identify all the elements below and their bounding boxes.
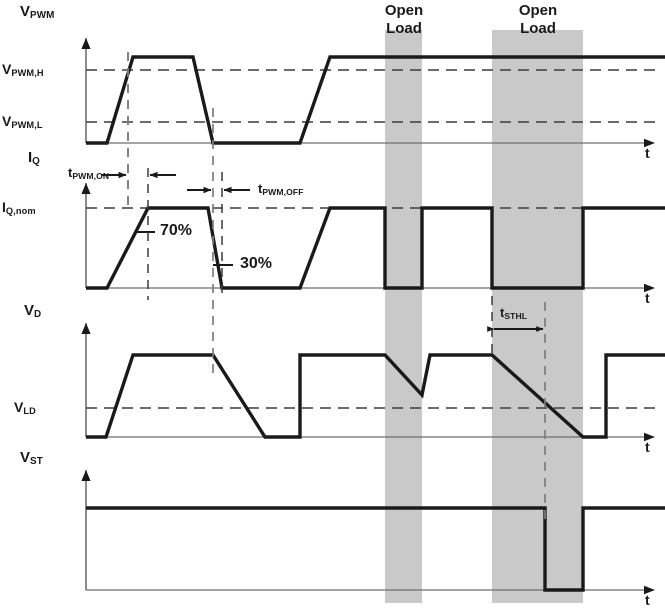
open-load-1-line1: Open <box>384 2 424 19</box>
level-label-vld: VLD <box>14 399 36 416</box>
axis-label-vpwm: VPWM <box>20 3 55 21</box>
measurement-arrows <box>102 171 544 332</box>
label-tpwmoff: tPWM,OFF <box>258 181 304 197</box>
level-label-vpwml: VPWM,L <box>2 113 43 130</box>
label-30-percent: 30% <box>240 255 273 272</box>
label-70-percent: 70% <box>160 222 193 239</box>
axis-label-vst: VST <box>20 449 43 467</box>
time-axis-label-vst: t <box>645 592 650 608</box>
open-load-2-line2: Load <box>520 20 556 38</box>
open-load-2-line1: Open <box>518 2 558 19</box>
open-load-label-1: Open Load <box>366 2 442 39</box>
panel-vst <box>81 470 665 595</box>
level-label-iqnom: IQ,nom <box>2 199 36 216</box>
time-axis-label-iq: t <box>645 290 650 306</box>
label-tsthl: tSTHL <box>500 305 528 321</box>
open-load-1-line2: Load <box>386 20 422 38</box>
time-axis-label-vpwm: t <box>645 145 650 161</box>
panel-vd <box>81 323 665 442</box>
open-load-label-2: Open Load <box>500 2 576 39</box>
axis-label-vd: VD <box>24 302 42 320</box>
panel-iq <box>81 183 665 293</box>
axis-label-iq: IQ <box>28 149 40 167</box>
open-load-bands <box>385 30 583 603</box>
level-label-vpwmh: VPWM,H <box>2 61 44 78</box>
label-tpwmon: tPWM,ON <box>68 165 110 181</box>
panel-vpwm <box>81 38 665 148</box>
time-axis-label-vd: t <box>645 439 650 455</box>
